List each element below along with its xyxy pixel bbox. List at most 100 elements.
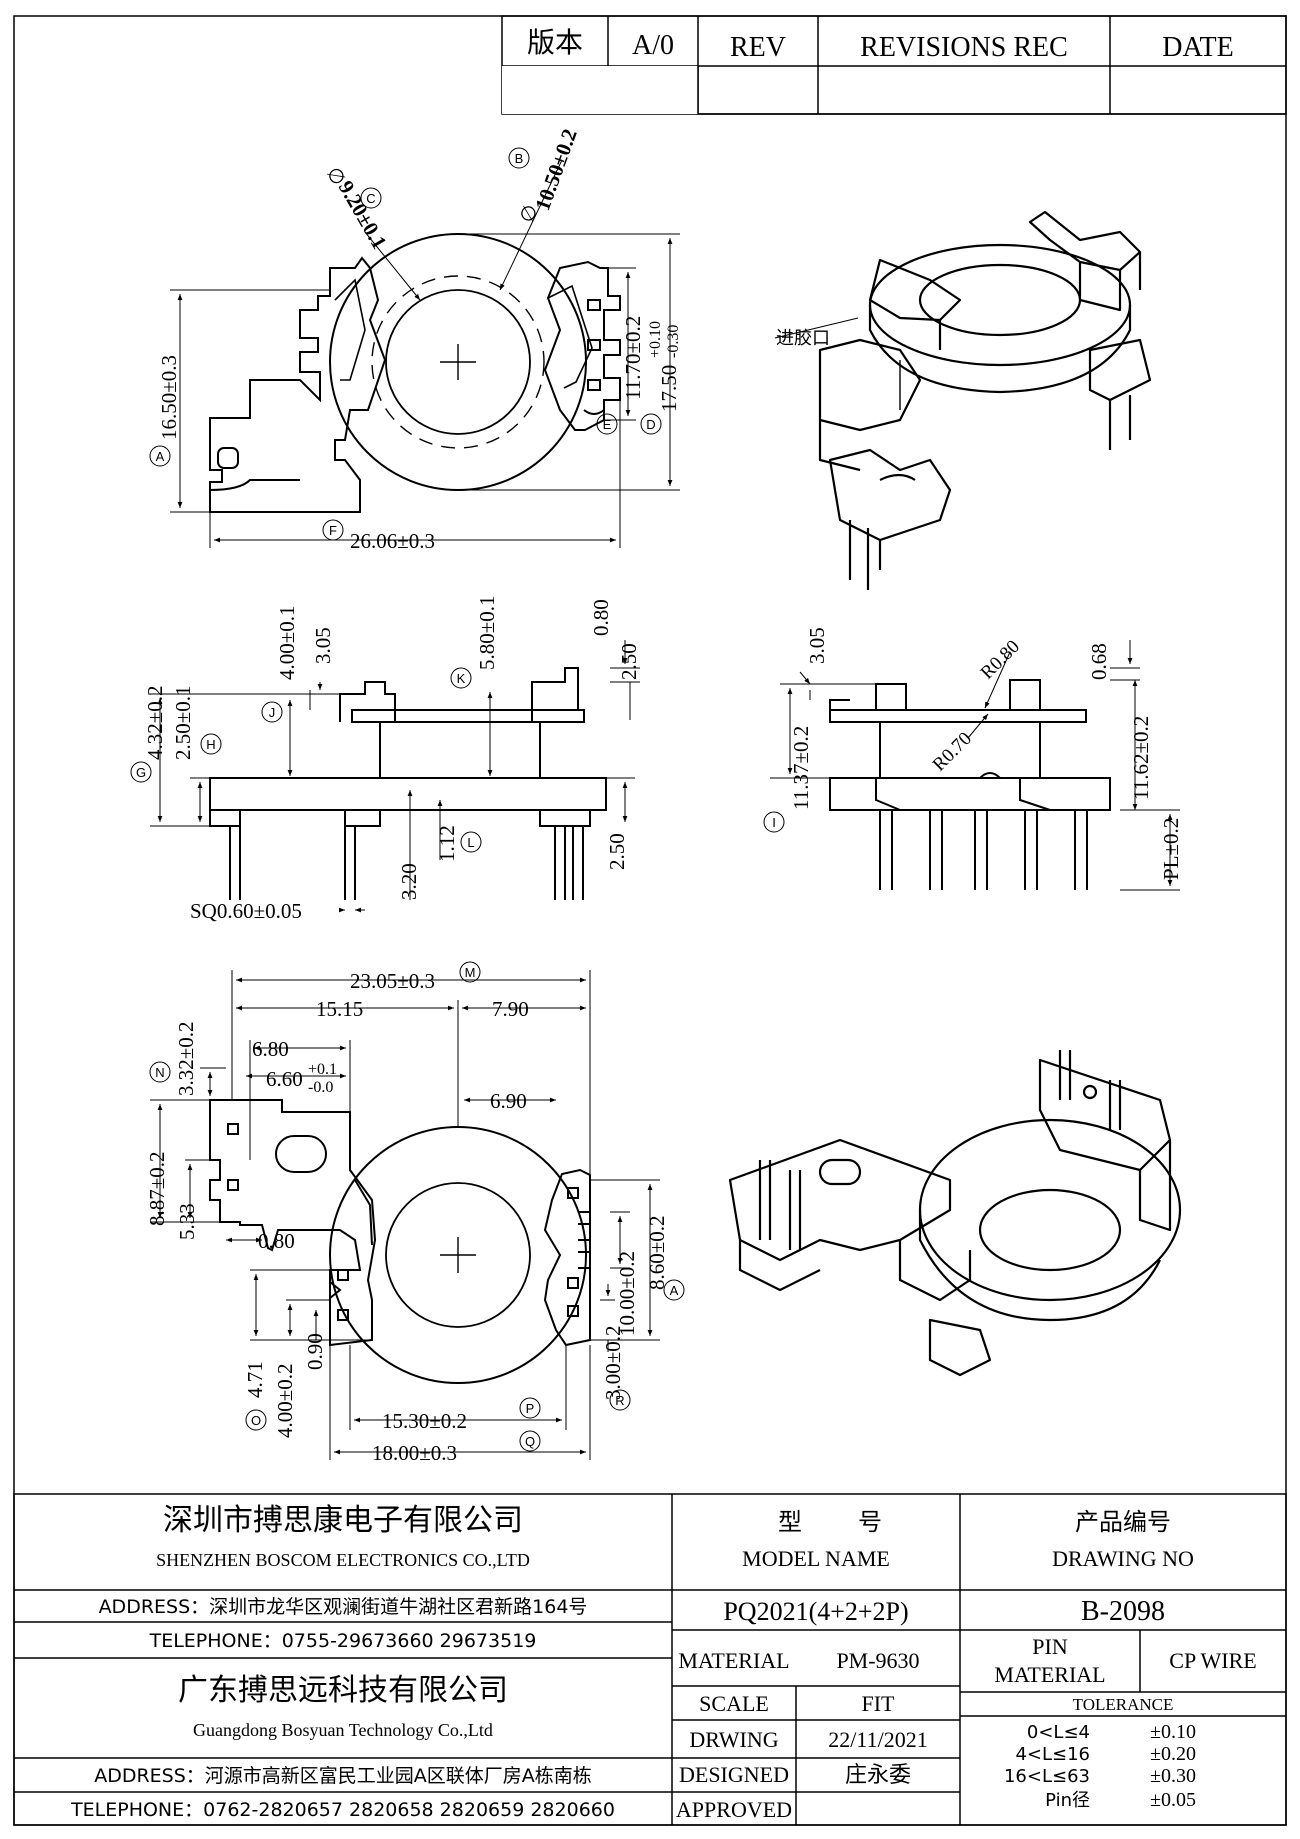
dim-d-tol-upper: +0.10 [647, 321, 664, 358]
tolerance-range-2: 4<L≤16 [1015, 1744, 1090, 1765]
drawing-no-value: B-2098 [1081, 1596, 1165, 1627]
marker-c: C [366, 191, 375, 206]
company2-cn: 广东搏思远科技有限公司 [178, 1673, 508, 1708]
dim-690: 6.90 [490, 1089, 527, 1113]
dim-320: 3.20 [397, 863, 421, 900]
dim-250-bottom: 2.50 [605, 833, 629, 870]
pin-material-label-2: MATERIAL [994, 1662, 1105, 1687]
dim-b: 10.50±0.2 [530, 126, 582, 214]
dim-1162: 11.62±0.2 [1129, 716, 1153, 800]
tolerance-value-3: ±0.30 [1150, 1765, 1196, 1787]
dim-300: 3.00±0.2 [601, 1325, 625, 1400]
dim-471: 4.71 [243, 1361, 267, 1398]
bottom-view-dimensions [150, 970, 660, 1460]
version-value: A/0 [632, 30, 674, 61]
dim-887: 8.87±0.2 [145, 1151, 169, 1226]
marker-d: D [646, 417, 655, 432]
bottom-view [210, 1100, 590, 1383]
dim-305-left: 3.05 [311, 627, 335, 664]
bottom-view-labels: 23.05±0.3 15.15 7.90 6.80 6.60 +0.1 -0.0… [145, 962, 684, 1465]
dim-d-main: 17.50 [657, 365, 681, 412]
tolerance-range-3: 16<L≤63 [1004, 1766, 1090, 1787]
marker-g: G [136, 765, 146, 780]
dim-c: 9.20±0.1 [334, 177, 392, 254]
dim-m: 23.05±0.3 [350, 969, 435, 993]
rev-header: REV [730, 32, 786, 63]
pin-material-value: CP WIRE [1169, 1648, 1256, 1673]
dim-r070: R0.70 [929, 728, 976, 775]
dim-250-top: 2.50 [617, 643, 641, 680]
model-label-en: MODEL NAME [742, 1546, 890, 1571]
side-view-right-dimensions [770, 640, 1180, 890]
marker-n: N [155, 1065, 164, 1080]
marker-r: R [615, 1393, 624, 1408]
telephone1: TELEPHONE：0755-29673660 29673519 [149, 1630, 537, 1652]
drawing-no-label-cn: 产品编号 [1075, 1508, 1171, 1536]
dim-r080: R0.80 [977, 636, 1024, 683]
version-label: 版本 [527, 26, 583, 59]
top-view [210, 234, 620, 512]
dim-090: 0.90 [303, 1333, 327, 1370]
address2: ADDRESS：河源市高新区富民工业园A区联体厂房A栋南栋 [94, 1765, 592, 1787]
side-view-right-labels: 3.05 R0.80 0.68 R0.70 11.37±0.2 11.62±0.… [764, 627, 1183, 880]
tolerance-value-2: ±0.20 [1150, 1743, 1196, 1765]
telephone2: TELEPHONE：0762-2820657 2820658 2820659 2… [70, 1799, 615, 1821]
marker-a: A [156, 449, 165, 464]
dim-1000: 10.00±0.2 [615, 1251, 639, 1336]
scale-label: SCALE [699, 1691, 769, 1716]
isometric-view-bottom [730, 1050, 1180, 1375]
dim-l: 1.12 [435, 825, 459, 862]
drawing-date: 22/11/2021 [828, 1727, 927, 1752]
model-label-cn-1: 型 [778, 1508, 802, 1536]
dim-680: 6.80 [252, 1037, 289, 1061]
dim-sq: SQ0.60±0.05 [190, 899, 302, 923]
dim-f: 26.06±0.3 [350, 529, 435, 553]
dim-p: 15.30±0.2 [382, 1409, 467, 1433]
marker-p: P [526, 1401, 535, 1416]
isometric-view-top [775, 212, 1150, 590]
revision-table: 版本 A/0 REV REVISIONS REC DATE [502, 16, 1286, 114]
scale-value: FIT [862, 1691, 896, 1716]
marker-b: B [515, 151, 524, 166]
model-value: PQ2021(4+2+2P) [723, 1597, 908, 1626]
marker-f: F [329, 523, 337, 538]
tolerance-value-1: ±0.10 [1150, 1721, 1196, 1743]
approved-label: APPROVED [676, 1797, 792, 1822]
dim-b-prefix: ∅ [516, 202, 543, 226]
dim-068: 0.68 [1087, 643, 1111, 680]
marker-i: I [772, 815, 776, 830]
dim-j: 4.00±0.1 [275, 605, 299, 680]
dim-k: 5.80±0.1 [475, 595, 499, 670]
dim-080-left: 0.80 [589, 599, 613, 636]
marker-l: L [467, 835, 474, 850]
dim-n: 3.32±0.2 [174, 1021, 198, 1096]
dim-i: 11.37±0.2 [789, 726, 813, 810]
tolerance-value-4: ±0.05 [1150, 1789, 1196, 1811]
marker-o: O [251, 1413, 261, 1428]
material-label: MATERIAL [678, 1648, 789, 1673]
dim-080-bottom: 0.80 [258, 1229, 295, 1253]
company1-cn: 深圳市搏思康电子有限公司 [163, 1503, 523, 1538]
dim-660-main: 6.60 [266, 1067, 303, 1091]
dim-1515: 15.15 [316, 997, 363, 1021]
side-view-right [830, 680, 1110, 890]
company1-en: SHENZHEN BOSCOM ELECTRONICS CO.,LTD [156, 1550, 530, 1570]
pin-material-label-1: PIN [1032, 1634, 1068, 1659]
dim-790: 7.90 [492, 997, 529, 1021]
dim-e: 11.70±0.2 [621, 316, 645, 400]
marker-h: H [206, 737, 215, 752]
dim-660-lower: -0.0 [308, 1079, 333, 1096]
gate-label: 进胶口 [776, 328, 830, 349]
title-block-text: 深圳市搏思康电子有限公司 SHENZHEN BOSCOM ELECTRONICS… [70, 1503, 1257, 1822]
dim-g: 4.32±0.2 [143, 685, 167, 760]
dim-q: 18.00±0.3 [372, 1441, 457, 1465]
dim-533: 5.33 [175, 1203, 199, 1240]
marker-k: K [457, 671, 466, 686]
dim-d-tol-lower: -0.30 [665, 325, 682, 358]
marker-e: E [603, 417, 612, 432]
title-block [14, 1494, 1286, 1825]
drawing-no-label-en: DRAWING NO [1052, 1546, 1194, 1571]
revisions-header: REVISIONS REC [860, 32, 1068, 63]
tolerance-label: TOLERANCE [1073, 1695, 1174, 1714]
